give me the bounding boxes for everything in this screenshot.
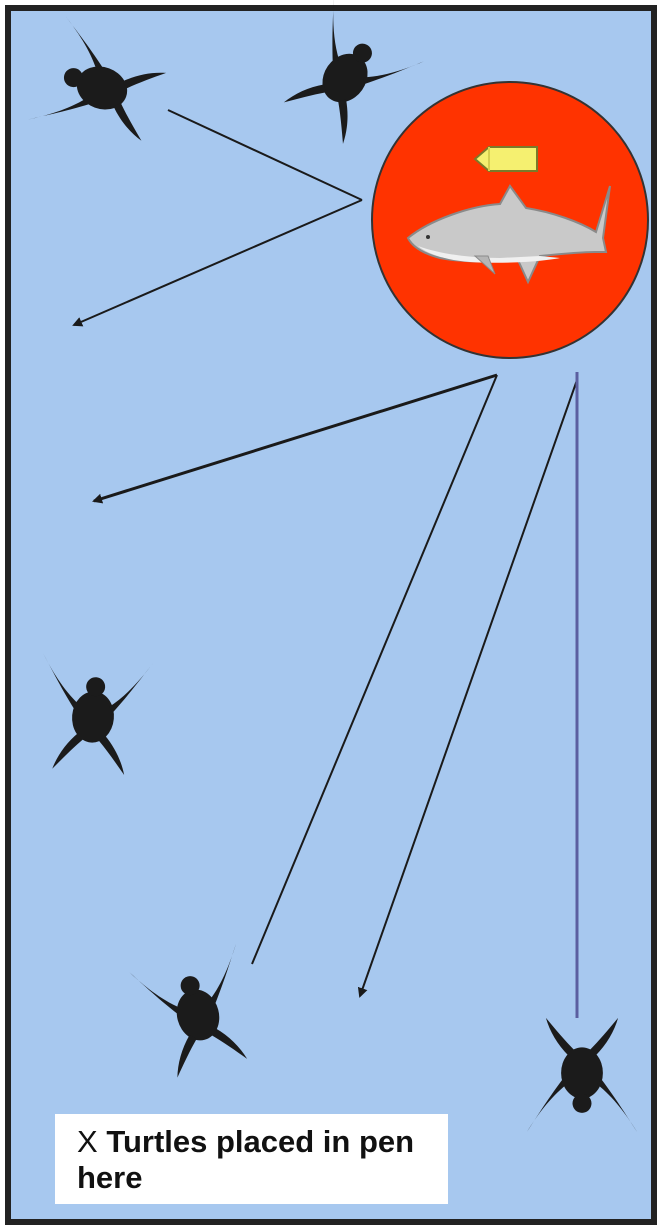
caption-box: X Turtles placed in pen here [55, 1114, 448, 1204]
caption-marker: X [77, 1124, 98, 1159]
caption-text: Turtles placed in pen here [77, 1124, 414, 1195]
tag-icon [475, 147, 537, 171]
